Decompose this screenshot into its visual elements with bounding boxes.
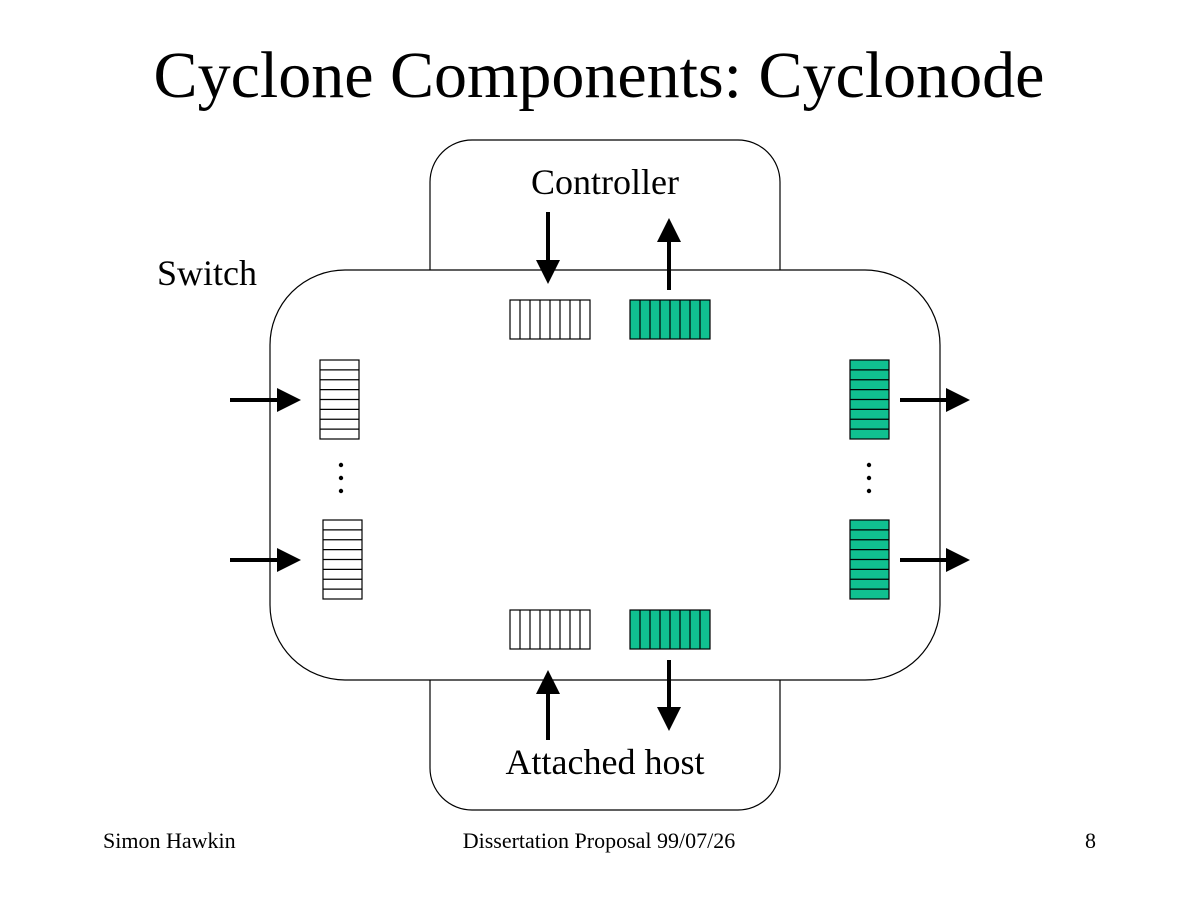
footer-title: Dissertation Proposal 99/07/26 bbox=[462, 828, 736, 853]
footer-author: Simon Hawkin bbox=[103, 828, 236, 853]
attached-host-label: Attached host bbox=[505, 742, 705, 782]
switch-label: Switch bbox=[157, 253, 258, 293]
switch-box bbox=[269, 269, 941, 681]
host-outbound-queue bbox=[629, 609, 711, 650]
output-port-queue-2 bbox=[849, 519, 890, 600]
page-number: 8 bbox=[1085, 828, 1096, 853]
left-ellipsis bbox=[338, 462, 344, 494]
controller-label: Controller bbox=[531, 162, 679, 202]
controller-inbound-queue bbox=[509, 299, 591, 340]
input-port-queue-2 bbox=[322, 519, 363, 600]
output-port-queue-1 bbox=[849, 359, 890, 440]
right-ellipsis bbox=[866, 462, 872, 494]
slide-title: Cyclone Components: Cyclonode bbox=[153, 39, 1045, 112]
controller-outbound-queue bbox=[629, 299, 711, 340]
host-inbound-queue bbox=[509, 609, 591, 650]
input-port-queue-1 bbox=[319, 359, 360, 440]
